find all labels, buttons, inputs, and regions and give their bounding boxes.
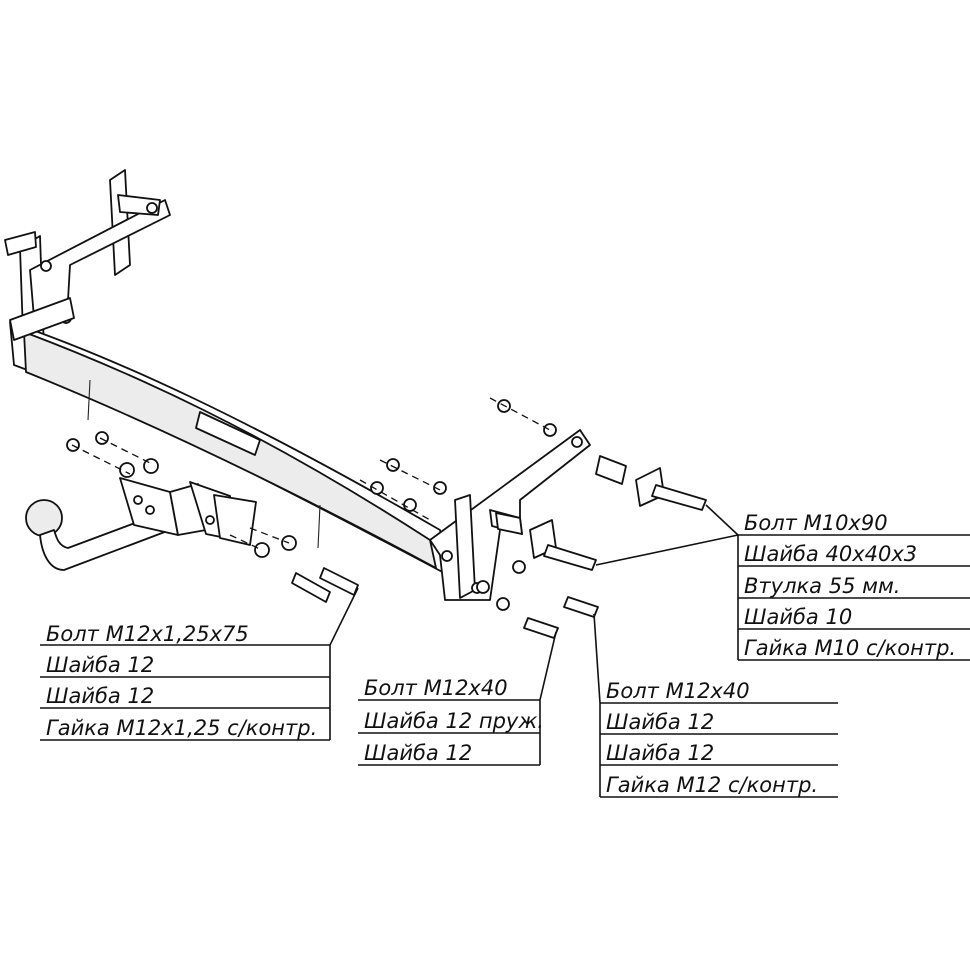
label-bolt-m12x40: Болт М12х40 — [606, 679, 750, 703]
tow-ball — [25, 477, 257, 571]
label-nut-m10: Гайка М10 с/контр. — [744, 636, 956, 660]
top-right-bolt-set-labels: Болт М10х90 Шайба 40х40х3 Втулка 55 мм. … — [744, 511, 956, 660]
left-bolt-set-labels: Болт М12х1,25х75 Шайба 12 Шайба 12 Гайка… — [46, 622, 317, 740]
center-bolt-set-labels: Болт М12х40 Шайба 12 пруж. Шайба 12 — [364, 676, 544, 765]
label-washer-12: Шайба 12 — [606, 741, 714, 765]
label-washer-40x40x3: Шайба 40х40х3 — [744, 542, 917, 566]
crossbeam — [9, 297, 449, 576]
right-bolt-set-labels: Болт М12х40 Шайба 12 Шайба 12 Гайка М12 … — [606, 679, 818, 797]
right-hardware — [359, 397, 707, 639]
towbar-drawing — [4, 169, 707, 639]
label-bushing-55mm: Втулка 55 мм. — [744, 574, 900, 598]
label-bolt-m12x125x75: Болт М12х1,25х75 — [46, 622, 249, 646]
label-washer-12: Шайба 12 — [606, 710, 714, 734]
label-washer-10: Шайба 10 — [744, 605, 852, 629]
label-nut-m12: Гайка М12 с/контр. — [606, 773, 818, 797]
left-hardware — [66, 431, 359, 603]
label-washer-12: Шайба 12 — [46, 653, 154, 677]
label-spring-washer-12: Шайба 12 пруж. — [364, 709, 544, 733]
label-washer-12: Шайба 12 — [46, 684, 154, 708]
label-bolt-m10x90: Болт М10х90 — [744, 511, 888, 535]
label-nut-m12x125: Гайка М12х1,25 с/контр. — [46, 716, 317, 740]
leader-lines — [40, 504, 970, 798]
label-bolt-m12x40: Болт М12х40 — [364, 676, 508, 700]
label-washer-12: Шайба 12 — [364, 741, 472, 765]
